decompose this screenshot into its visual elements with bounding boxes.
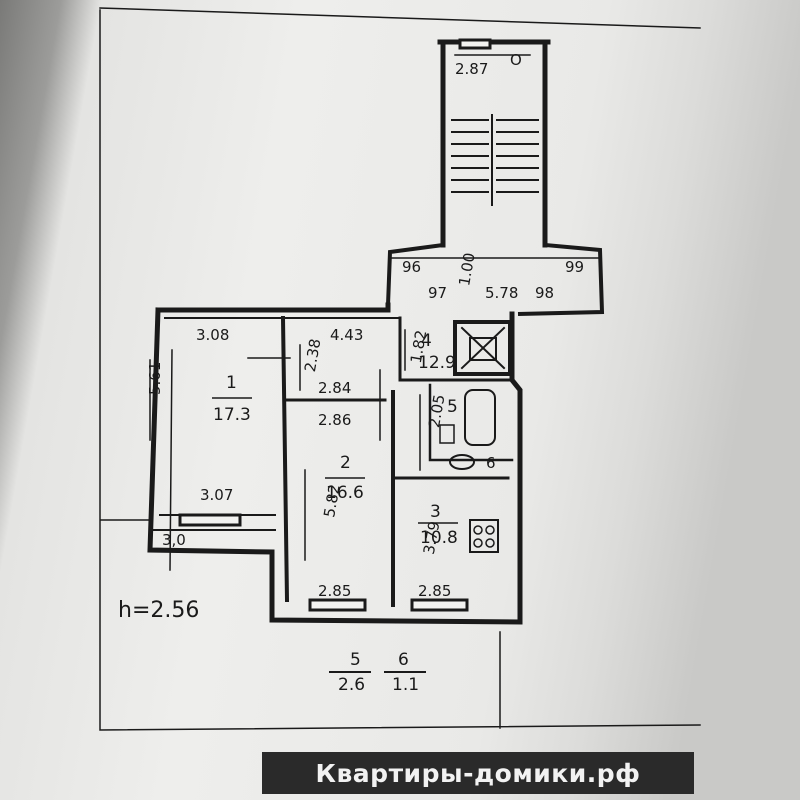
svg-text:O: O [510, 51, 522, 69]
apartment-outer-wall [147, 302, 523, 625]
dim-3.0: 3,0 [162, 531, 186, 549]
room-1-number: 1 [226, 373, 237, 393]
dim-1.82: 1.82 [407, 329, 431, 365]
dim-99: 99 [565, 258, 584, 276]
watermark-text: Квартиры-домики.рф [315, 758, 641, 788]
dim-3.08: 3.08 [196, 326, 229, 344]
bathtub [464, 389, 496, 446]
dim-2.85-a: 2.85 [318, 582, 351, 600]
stair-steps [451, 114, 539, 206]
dim-2.05: 2.05 [425, 393, 449, 429]
ceiling-height: h=2.56 [118, 598, 200, 623]
dim-98: 98 [535, 284, 554, 302]
balcony-6-number: 6 [398, 650, 409, 670]
room-3-number: 3 [430, 502, 441, 522]
room-4-number: 4 [421, 331, 432, 351]
room-3-area: 10.8 [420, 528, 458, 548]
balcony-5-number: 5 [350, 650, 361, 670]
dim-2.38: 2.38 [301, 337, 325, 373]
balcony-5-area: 2.6 [338, 675, 365, 695]
dim-96: 96 [402, 258, 421, 276]
landing-walls [385, 242, 605, 317]
dim-1.00: 1.00 [455, 251, 479, 287]
stair-height-label: 2.87 [455, 60, 488, 78]
dim-4.43: 4.43 [330, 326, 363, 344]
room-6-number: 6 [486, 454, 496, 472]
wall-room1-room2 [280, 315, 290, 603]
room-2-area: 16.6 [326, 483, 364, 503]
dim-2.84: 2.84 [318, 379, 351, 397]
room-2-number: 2 [340, 453, 351, 473]
watermark-banner: Квартиры-домики.рф [262, 752, 694, 794]
dim-97: 97 [428, 284, 447, 302]
dim-3.07: 3.07 [200, 486, 233, 504]
dim-5.82: 5.82 [320, 483, 344, 519]
stove [469, 519, 499, 553]
dim-2.85-b: 2.85 [418, 582, 451, 600]
dim-5.78: 5.78 [485, 284, 518, 302]
room-4-area: 12.9 [418, 353, 456, 373]
stairwell-side-walls [440, 39, 548, 248]
room-5-number: 5 [447, 397, 458, 417]
room-1-area: 17.3 [213, 405, 251, 425]
dim-3.79: 3.79 [420, 520, 444, 556]
dim-5.61: 5.61 [146, 362, 164, 395]
dim-2.86: 2.86 [318, 411, 351, 429]
balcony-6-area: 1.1 [392, 675, 419, 695]
